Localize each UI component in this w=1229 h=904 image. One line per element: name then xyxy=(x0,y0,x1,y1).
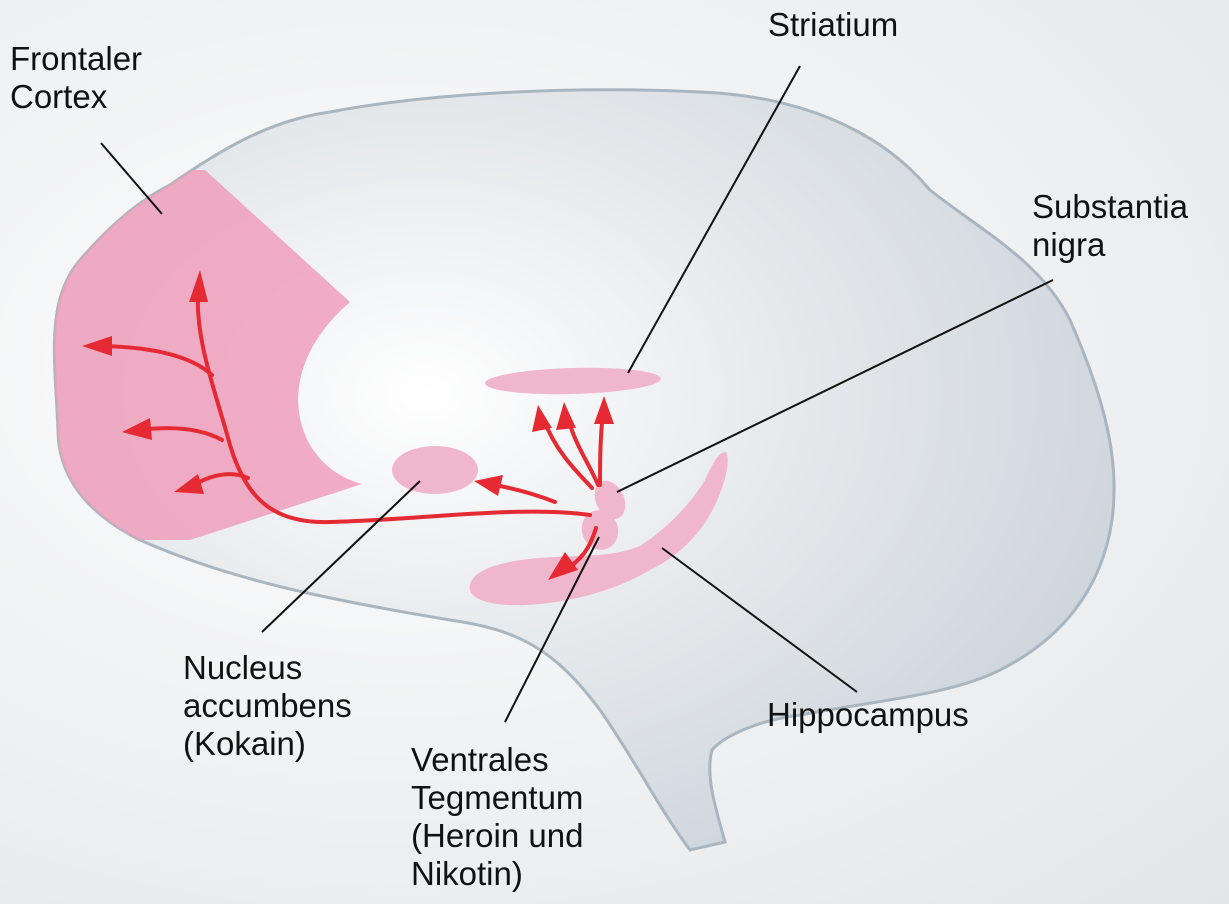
label-nucleus-accumbens: Nucleus accumbens (Kokain) xyxy=(183,649,352,763)
label-substantia-nigra: Substantia nigra xyxy=(1032,188,1188,264)
label-ventral-tegmentum: Ventrales Tegmentum (Heroin und Nikotin) xyxy=(411,741,583,893)
label-ventral-tegmentum-line4: Nikotin) xyxy=(411,855,583,893)
label-nucleus-accumbens-line1: Nucleus xyxy=(183,649,352,687)
label-ventral-tegmentum-line2: Tegmentum xyxy=(411,779,583,817)
nucleus-accumbens-region xyxy=(392,446,478,494)
label-ventral-tegmentum-line1: Ventrales xyxy=(411,741,583,779)
label-striatum-line1: Striatium xyxy=(768,6,898,44)
label-substantia-nigra-line2: nigra xyxy=(1032,226,1188,264)
label-substantia-nigra-line1: Substantia xyxy=(1032,188,1188,226)
label-frontal-cortex-line2: Cortex xyxy=(10,78,142,116)
label-frontal-cortex-line1: Frontaler xyxy=(10,40,142,78)
label-nucleus-accumbens-line2: accumbens xyxy=(183,687,352,725)
label-nucleus-accumbens-line3: (Kokain) xyxy=(183,725,352,763)
label-ventral-tegmentum-line3: (Heroin und xyxy=(411,817,583,855)
label-hippocampus: Hippocampus xyxy=(767,696,969,734)
label-frontal-cortex: Frontaler Cortex xyxy=(10,40,142,116)
leader-line-frontal-cortex xyxy=(101,143,162,214)
label-striatum: Striatium xyxy=(768,6,898,44)
label-hippocampus-line1: Hippocampus xyxy=(767,696,969,734)
